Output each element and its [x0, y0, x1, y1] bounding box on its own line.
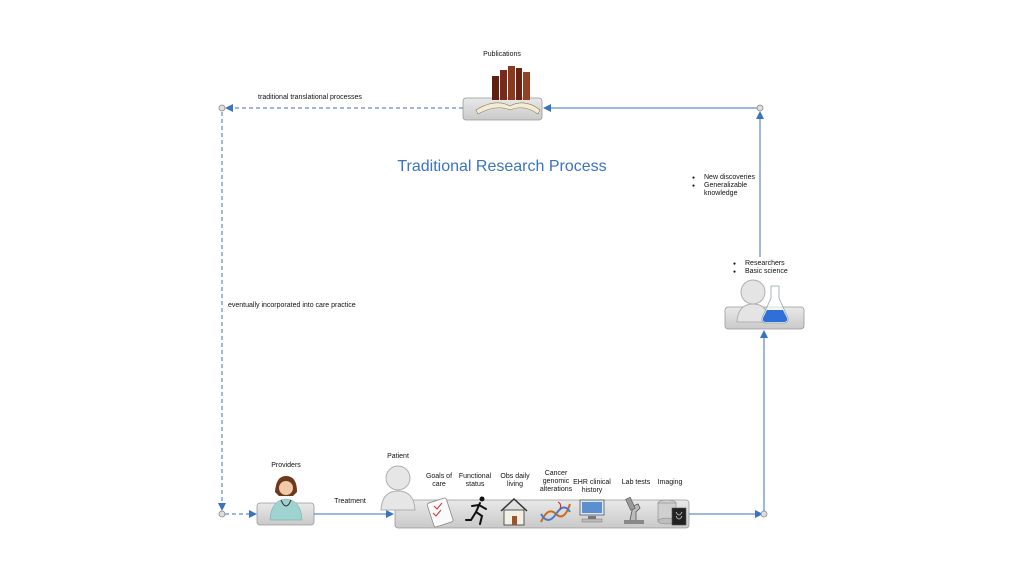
checklist-icon: [426, 497, 454, 528]
translational-process-label: traditional translational processes: [258, 94, 362, 101]
discoveries-list: New discoveries Generalizable knowledge: [690, 174, 770, 198]
discoveries-item: Generalizable knowledge: [690, 182, 762, 198]
discoveries-item: New discoveries: [690, 174, 770, 182]
books-icon: [475, 66, 541, 115]
patient-label: Patient: [387, 453, 409, 460]
microscope-icon: [624, 496, 644, 524]
publications-label: Publications: [483, 51, 521, 58]
data-source-label-lab: Lab tests: [621, 479, 651, 486]
computer-icon: [579, 499, 605, 523]
doctor-icon: [269, 476, 303, 521]
data-source-label-functional: Functional status: [458, 473, 492, 488]
node-top-right: [756, 104, 764, 112]
node-bottom-left: [218, 510, 226, 518]
running-person-icon: [465, 496, 487, 525]
node-bottom-right: [760, 510, 768, 518]
researchers-item: Basic science: [731, 268, 811, 276]
researchers-list: Researchers Basic science: [731, 260, 811, 276]
data-source-label-imaging: Imaging: [657, 479, 683, 486]
care-practice-label: eventually incorporated into care practi…: [228, 302, 356, 309]
data-source-label-genomic: Cancer genomic alterations: [539, 470, 573, 493]
xray-icon: [657, 499, 687, 526]
data-source-label-obs: Obs daily living: [500, 473, 530, 488]
data-source-label-ehr: EHR clinical history: [573, 479, 611, 494]
providers-label: Providers: [271, 462, 301, 469]
node-top-left: [218, 104, 226, 112]
flask-icon: [761, 285, 789, 324]
patient-icon: [380, 465, 416, 511]
dna-icon: [540, 501, 571, 523]
data-source-label-goals: Goals of care: [425, 473, 453, 488]
diagram-title: Traditional Research Process: [397, 158, 607, 175]
researchers-item: Researchers: [731, 260, 811, 268]
house-icon: [500, 497, 528, 526]
treatment-label: Treatment: [334, 498, 366, 505]
